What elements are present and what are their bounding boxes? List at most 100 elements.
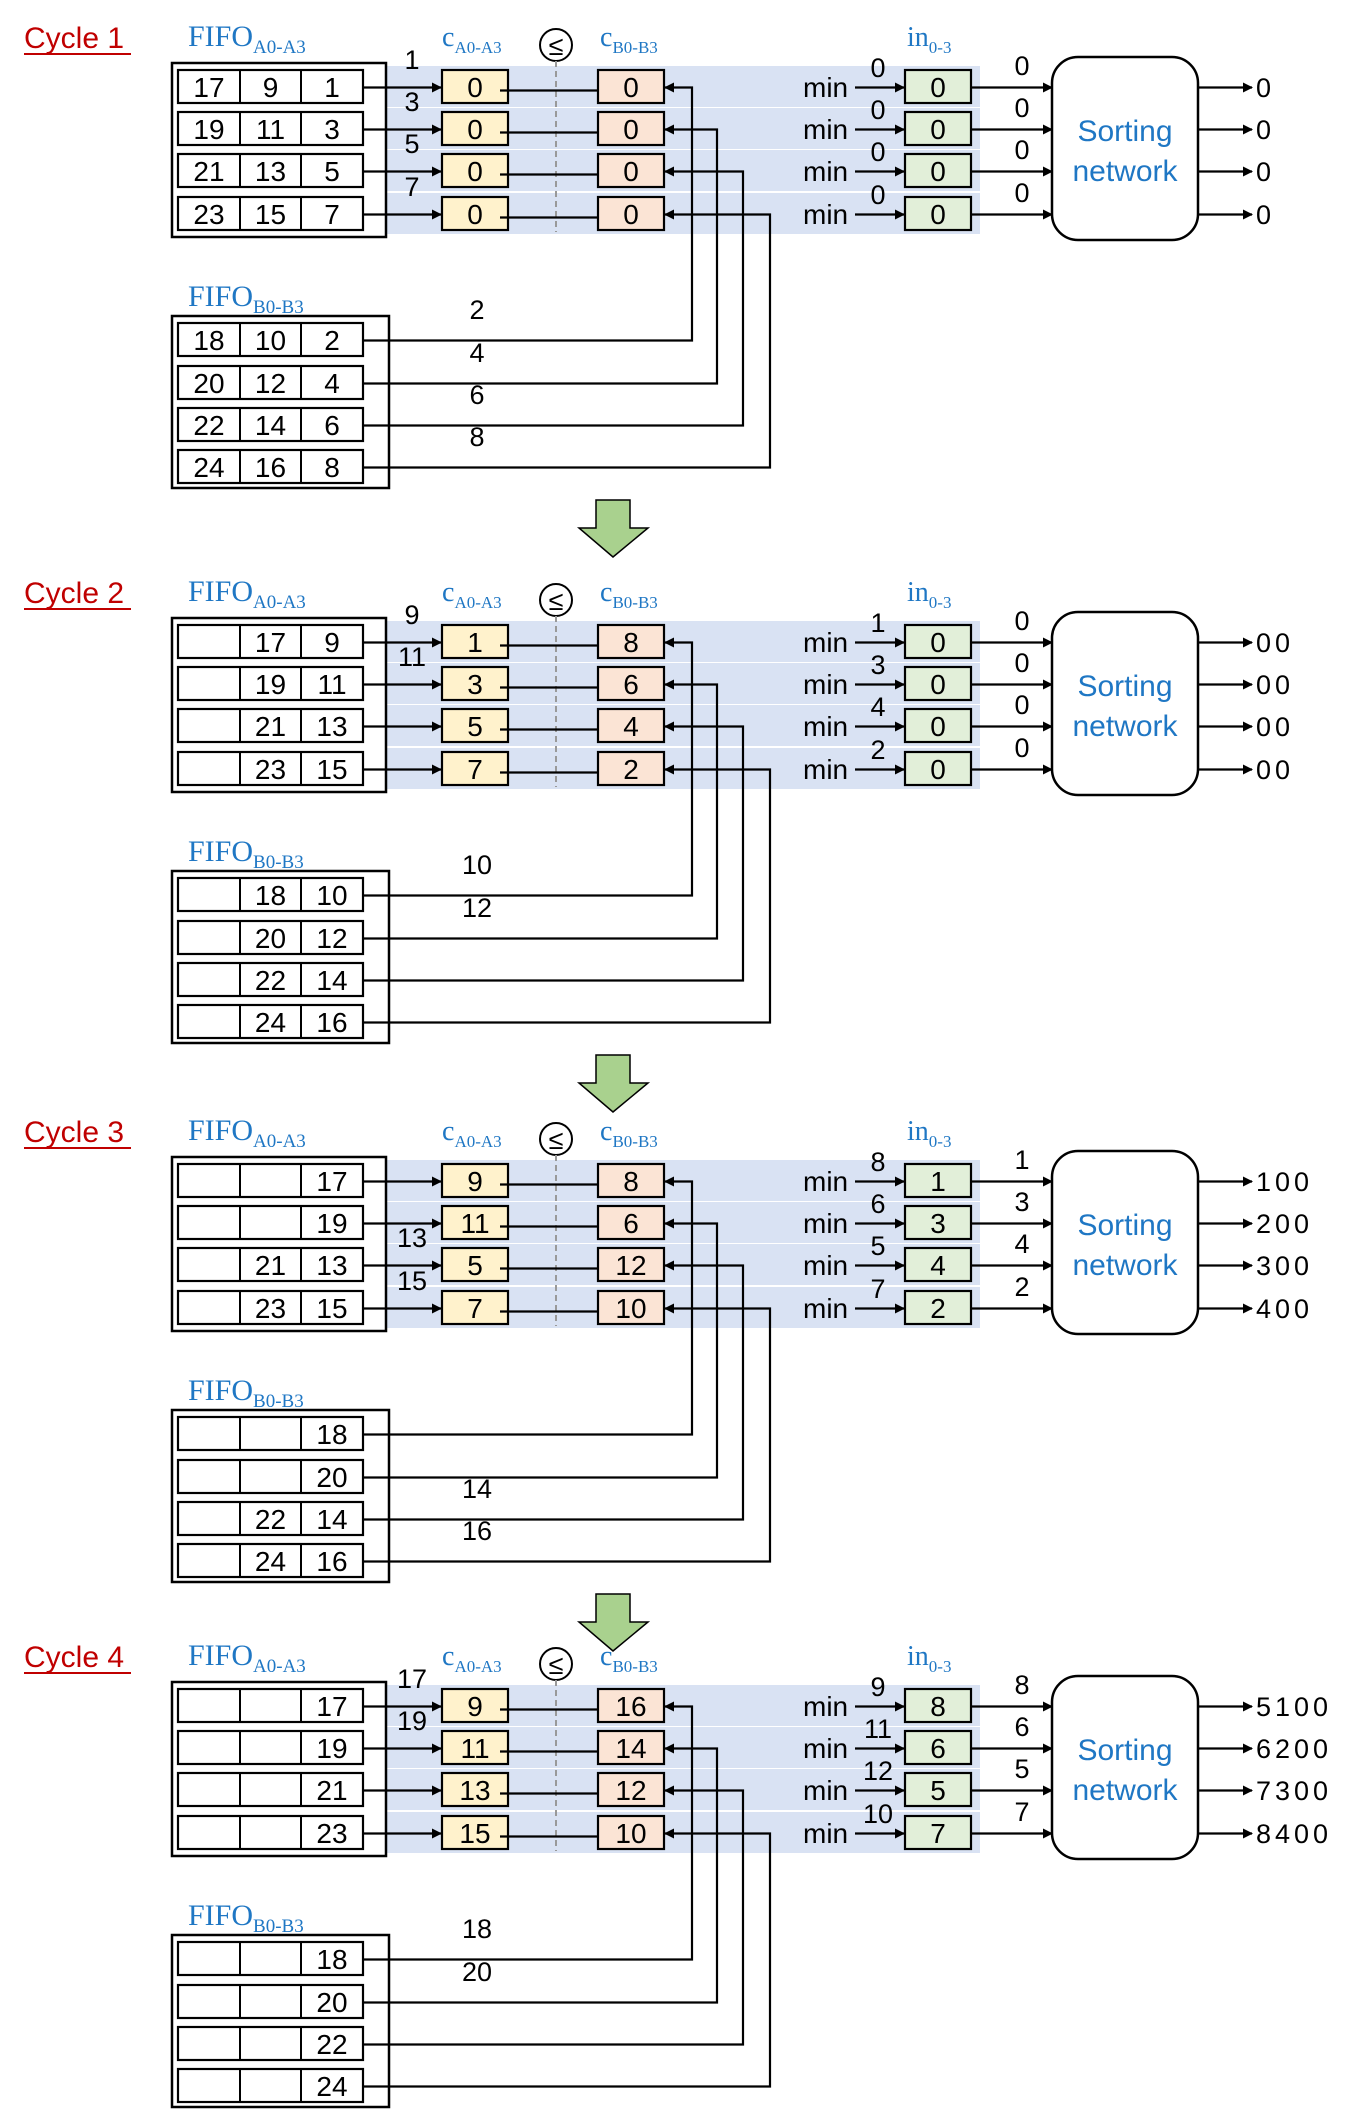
min-label: min bbox=[803, 1293, 848, 1324]
fifo-b-cell: 14 bbox=[316, 965, 347, 996]
ca-value: 1 bbox=[467, 627, 483, 658]
cycle-title: Cycle 4 bbox=[24, 1641, 124, 1674]
sorting-network-label: network bbox=[1072, 1249, 1178, 1282]
cb-value: 16 bbox=[615, 1691, 646, 1722]
fifo-b-row bbox=[176, 406, 365, 443]
in-value: 7 bbox=[930, 1818, 946, 1849]
fifo-a-cell: 13 bbox=[316, 711, 347, 742]
ca-value: 7 bbox=[467, 1293, 483, 1324]
fifo-b-output-value: 6 bbox=[469, 380, 484, 410]
fifo-a-container bbox=[170, 61, 388, 239]
sorted-output-value: 100 bbox=[1256, 1167, 1313, 1197]
ca-register bbox=[440, 707, 510, 744]
fifo-a-cell: 23 bbox=[255, 1293, 286, 1324]
fifo-a-cell: 23 bbox=[193, 199, 224, 230]
fifo-a-label-subscript: A0-A3 bbox=[253, 592, 306, 613]
sorted-output-value: 00 bbox=[1256, 712, 1294, 742]
in-register bbox=[903, 665, 973, 702]
fifo-b-output-value: 12 bbox=[462, 893, 492, 923]
fifo-b-row bbox=[176, 1458, 365, 1495]
fifo-a-cell: 21 bbox=[316, 1775, 347, 1806]
fifo-b-output-value: 16 bbox=[462, 1516, 492, 1546]
less-equal-symbol: ≤ bbox=[549, 1650, 564, 1680]
in-value: 0 bbox=[930, 627, 946, 658]
fifo-b-cell: 4 bbox=[324, 368, 340, 399]
in-label-main: in bbox=[907, 1116, 929, 1147]
min-output-value: 10 bbox=[863, 1799, 893, 1829]
cb-label: cB0-B3 bbox=[600, 577, 658, 612]
cb-register bbox=[596, 1204, 666, 1241]
min-label: min bbox=[803, 114, 848, 145]
in-register bbox=[903, 68, 973, 105]
in-label-subscript: 0-3 bbox=[929, 38, 952, 57]
cb-register bbox=[596, 195, 666, 232]
fifo-a-cell: 17 bbox=[316, 1691, 347, 1722]
ca-register bbox=[440, 1246, 510, 1283]
fifo-b-cell: 18 bbox=[316, 1419, 347, 1450]
ca-value: 0 bbox=[467, 72, 483, 103]
ca-register bbox=[440, 750, 510, 787]
in-register bbox=[903, 623, 973, 660]
fifo-a-output-value: 19 bbox=[397, 1706, 427, 1736]
sorting-network-block bbox=[1050, 1674, 1200, 1861]
in-output-value: 8 bbox=[1014, 1670, 1029, 1700]
fifo-a-cell: 21 bbox=[255, 711, 286, 742]
cb-value: 12 bbox=[615, 1775, 646, 1806]
fifo-b-cell: 16 bbox=[316, 1546, 347, 1577]
ca-value: 3 bbox=[467, 669, 483, 700]
min-output-value: 5 bbox=[870, 1231, 885, 1261]
fifo-b-cell: 22 bbox=[316, 2029, 347, 2060]
in-output-value: 2 bbox=[1014, 1272, 1029, 1302]
cb-value: 0 bbox=[623, 199, 639, 230]
cb-register bbox=[596, 152, 666, 189]
fifo-a-output-value: 13 bbox=[397, 1223, 427, 1253]
fifo-a-label-main: FIFO bbox=[188, 1639, 253, 1672]
fifo-b-to-cb-route bbox=[363, 124, 719, 385]
min-label: min bbox=[803, 1775, 848, 1806]
fifo-b-row bbox=[176, 2025, 365, 2062]
ca-value: 0 bbox=[467, 199, 483, 230]
min-output-value: 1 bbox=[870, 608, 885, 638]
cb-label-main: c bbox=[600, 1116, 612, 1147]
in-register bbox=[903, 1162, 973, 1199]
fifo-b-cell: 22 bbox=[255, 1504, 286, 1535]
min-label: min bbox=[803, 1733, 848, 1764]
less-equal-symbol: ≤ bbox=[549, 31, 564, 61]
sorted-output-value: 0 bbox=[1256, 115, 1275, 145]
fifo-b-cell: 10 bbox=[316, 880, 347, 911]
min-output-value: 0 bbox=[870, 180, 885, 210]
ca-register bbox=[440, 1687, 510, 1724]
min-output-value: 3 bbox=[870, 650, 885, 680]
fifo-a-label: FIFOA0-A3 bbox=[188, 20, 306, 58]
ca-label-subscript: A0-A3 bbox=[454, 1657, 501, 1676]
fifo-a-label-main: FIFO bbox=[188, 575, 253, 608]
fifo-a-cell: 19 bbox=[255, 669, 286, 700]
fifo-b-output-value: 2 bbox=[469, 295, 484, 325]
fifo-b-cell: 20 bbox=[255, 923, 286, 954]
fifo-b-label-main: FIFO bbox=[188, 835, 253, 868]
in-value: 0 bbox=[930, 114, 946, 145]
fifo-a-row bbox=[176, 1814, 365, 1851]
fifo-b-cell: 10 bbox=[255, 325, 286, 356]
cb-register bbox=[596, 1246, 666, 1283]
ca-register bbox=[440, 665, 510, 702]
ca-value: 5 bbox=[467, 1250, 483, 1281]
fifo-b-label-subscript: B0-B3 bbox=[253, 1916, 304, 1937]
in-register bbox=[903, 1289, 973, 1326]
cycle-title: Cycle 1 bbox=[24, 22, 124, 55]
in-value: 5 bbox=[930, 1775, 946, 1806]
cb-register bbox=[596, 750, 666, 787]
sorted-output-value: 00 bbox=[1256, 670, 1294, 700]
fifo-b-label-subscript: B0-B3 bbox=[253, 1391, 304, 1412]
min-label: min bbox=[803, 669, 848, 700]
fifo-b-row bbox=[176, 1940, 365, 1977]
fifo-b-cell: 20 bbox=[316, 1987, 347, 2018]
cb-value: 8 bbox=[623, 1166, 639, 1197]
in-label-subscript: 0-3 bbox=[929, 1657, 952, 1676]
fifo-a-label-main: FIFO bbox=[188, 20, 253, 53]
cb-register bbox=[596, 1729, 666, 1766]
fifo-b-output-value: 4 bbox=[469, 338, 484, 368]
fifo-b-row bbox=[176, 1500, 365, 1537]
next-cycle-arrow-icon bbox=[576, 499, 651, 558]
cb-value: 14 bbox=[615, 1733, 646, 1764]
